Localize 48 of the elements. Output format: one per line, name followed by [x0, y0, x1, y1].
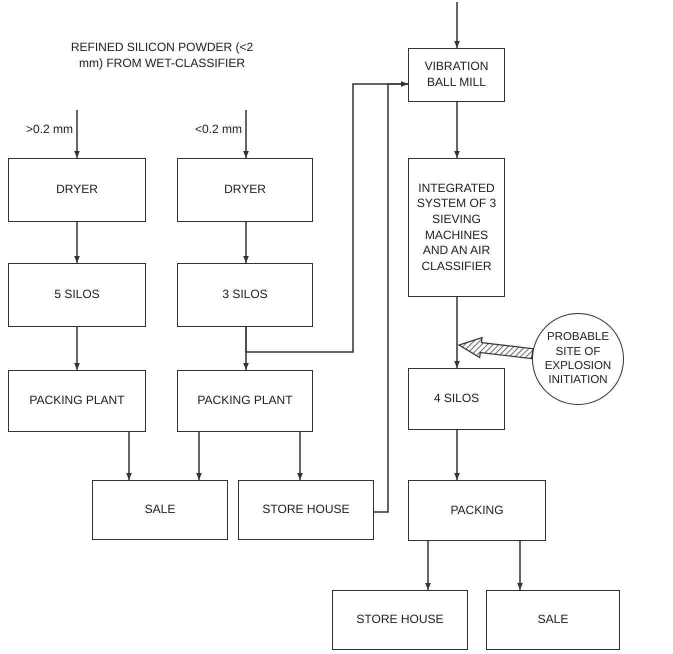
node-label: DRYER [223, 182, 267, 198]
hatched-arrow [458, 336, 534, 360]
arrow [374, 81, 408, 513]
node-label: 3 SILOS [221, 287, 269, 303]
arrow [454, 430, 460, 480]
process-box [92, 480, 228, 540]
process-box [408, 48, 505, 102]
arrow [517, 541, 523, 590]
node-label: INTEGRATED SYSTEM OF 3 SIEVING MACHINES AND AN AIR CLASSIFIER [416, 180, 498, 274]
node-label: SALE [536, 612, 570, 628]
node-label: 5 SILOS [53, 287, 101, 303]
process-box [408, 158, 505, 297]
process-box [177, 263, 313, 327]
node-label: PACKING [449, 502, 505, 518]
arrow [74, 110, 80, 158]
node-label: DRYER [55, 182, 99, 198]
arrow [243, 222, 249, 263]
arrow [454, 297, 460, 368]
edge-label: <0.2 mm [194, 122, 243, 136]
node-label: 4 SILOS [432, 391, 480, 407]
process-box [408, 368, 505, 430]
node-label: PACKING PLANT [196, 393, 294, 409]
process-box [238, 480, 374, 540]
arrow [74, 222, 80, 263]
process-box [8, 370, 146, 432]
process-box [8, 158, 146, 222]
node-label: VIBRATION BALL MILL [424, 59, 490, 91]
process-box [177, 158, 313, 222]
process-box [486, 590, 620, 650]
arrow [454, 102, 460, 158]
process-box [408, 480, 546, 541]
node-label: PACKING PLANT [28, 393, 126, 409]
process-box [8, 263, 146, 327]
node-label: PROBABLE SITE OF EXPLOSION INITIATION [544, 330, 612, 388]
source-label: REFINED SILICON POWDER (<2 mm) FROM WET-CLASSIFIER [70, 40, 254, 72]
arrow [126, 432, 132, 480]
arrow [297, 432, 303, 480]
process-box [177, 370, 313, 432]
node-label: STORE HOUSE [261, 502, 351, 518]
arrow [196, 432, 202, 480]
node-label: SALE [144, 502, 176, 518]
arrow [243, 110, 249, 158]
process-box [332, 590, 468, 650]
arrow [454, 2, 460, 48]
edge-label: >0.2 mm [24, 122, 74, 136]
node-label: STORE HOUSE [355, 612, 445, 628]
arrow [425, 541, 431, 590]
arrow [74, 327, 80, 370]
